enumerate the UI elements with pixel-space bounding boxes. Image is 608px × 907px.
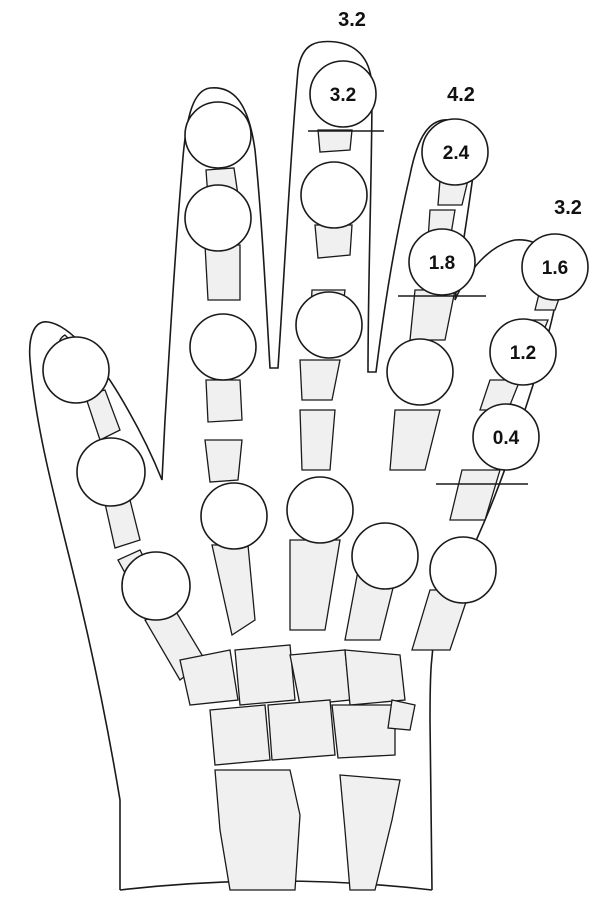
little-mcp-joint xyxy=(430,537,496,603)
index-dip-joint xyxy=(185,102,251,168)
middle-mcp-joint xyxy=(287,477,353,543)
index-mcp-joint xyxy=(201,483,267,549)
index-pip-joint xyxy=(185,185,251,251)
little-dip-value: 1.6 xyxy=(542,258,568,279)
index-mcp-upper-joint xyxy=(190,314,256,380)
carpal-bones xyxy=(180,645,415,890)
middle-pip-joint xyxy=(301,162,367,228)
thumb-cmc-joint xyxy=(122,552,190,620)
ring-mcp-upper-joint xyxy=(387,339,453,405)
middle-mcp-upper-joint xyxy=(296,292,362,358)
thumb-mcp-joint xyxy=(77,438,145,506)
middle-tip-label: 3.2 xyxy=(338,9,366,31)
ring-dip-value: 2.4 xyxy=(443,143,470,164)
little-tip-label: 3.2 xyxy=(554,197,582,219)
middle-dip-value: 3.2 xyxy=(330,85,356,106)
ring-pip-value: 1.8 xyxy=(429,253,455,274)
ring-tip-label: 4.2 xyxy=(447,84,475,106)
little-pip-value: 1.2 xyxy=(510,343,536,364)
ring-mcp-joint xyxy=(352,523,418,589)
little-mcp-value: 0.4 xyxy=(493,428,520,449)
thumb-ip-joint xyxy=(43,337,109,403)
